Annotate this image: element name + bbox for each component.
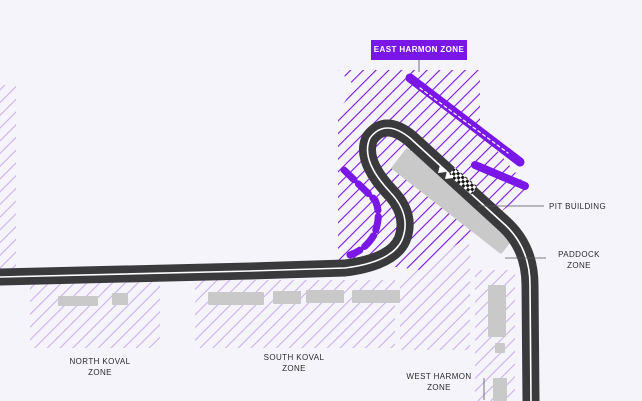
building bbox=[273, 291, 301, 304]
north-koval-zone-label-line1: NORTH KOVAL bbox=[69, 357, 131, 366]
west-harmon-zone-label-line2: ZONE bbox=[427, 383, 451, 392]
building bbox=[112, 293, 128, 305]
building bbox=[306, 290, 344, 303]
grandstand-east bbox=[405, 73, 525, 167]
checkered-start-line-icon bbox=[448, 167, 478, 195]
pit-building-label: PIT BUILDING bbox=[549, 202, 607, 211]
north-koval-zone-label-line2: ZONE bbox=[88, 368, 112, 377]
grandstand-hairpin bbox=[340, 166, 382, 259]
north-koval-zone-area bbox=[30, 280, 160, 348]
building bbox=[208, 292, 264, 305]
building bbox=[495, 343, 505, 353]
pit-building bbox=[391, 148, 517, 254]
south-koval-zone-label-line1: SOUTH KOVAL bbox=[263, 353, 325, 362]
grandstand-east-lower bbox=[471, 161, 529, 190]
north-koval-zone-label: NORTH KOVAL ZONE bbox=[50, 356, 150, 378]
paddock-zone-label: PADDOCK ZONE bbox=[549, 249, 609, 271]
west-harmon-zone-label-line1: WEST HARMON bbox=[406, 372, 472, 381]
direction-chevrons-icon bbox=[438, 165, 453, 179]
grandstands bbox=[340, 73, 529, 259]
paddock-zone-label-line1: PADDOCK bbox=[558, 250, 600, 259]
south-koval-zone-label-line2: ZONE bbox=[282, 364, 306, 373]
paddock-zone-label-line2: ZONE bbox=[567, 261, 591, 270]
south-koval-zone-label: SOUTH KOVAL ZONE bbox=[244, 352, 344, 374]
west-harmon-zone-label: WEST HARMON ZONE bbox=[389, 371, 489, 393]
building bbox=[493, 378, 507, 401]
paddock-zone-area bbox=[400, 235, 470, 350]
callout-leaders bbox=[418, 60, 546, 400]
left-edge-zone-area bbox=[0, 85, 16, 270]
east-harmon-zone-badge[interactable]: EAST HARMON ZONE bbox=[371, 40, 467, 60]
building bbox=[488, 285, 506, 337]
building bbox=[352, 290, 400, 303]
buildings bbox=[58, 148, 517, 401]
building bbox=[58, 296, 98, 306]
race-track bbox=[0, 119, 540, 401]
